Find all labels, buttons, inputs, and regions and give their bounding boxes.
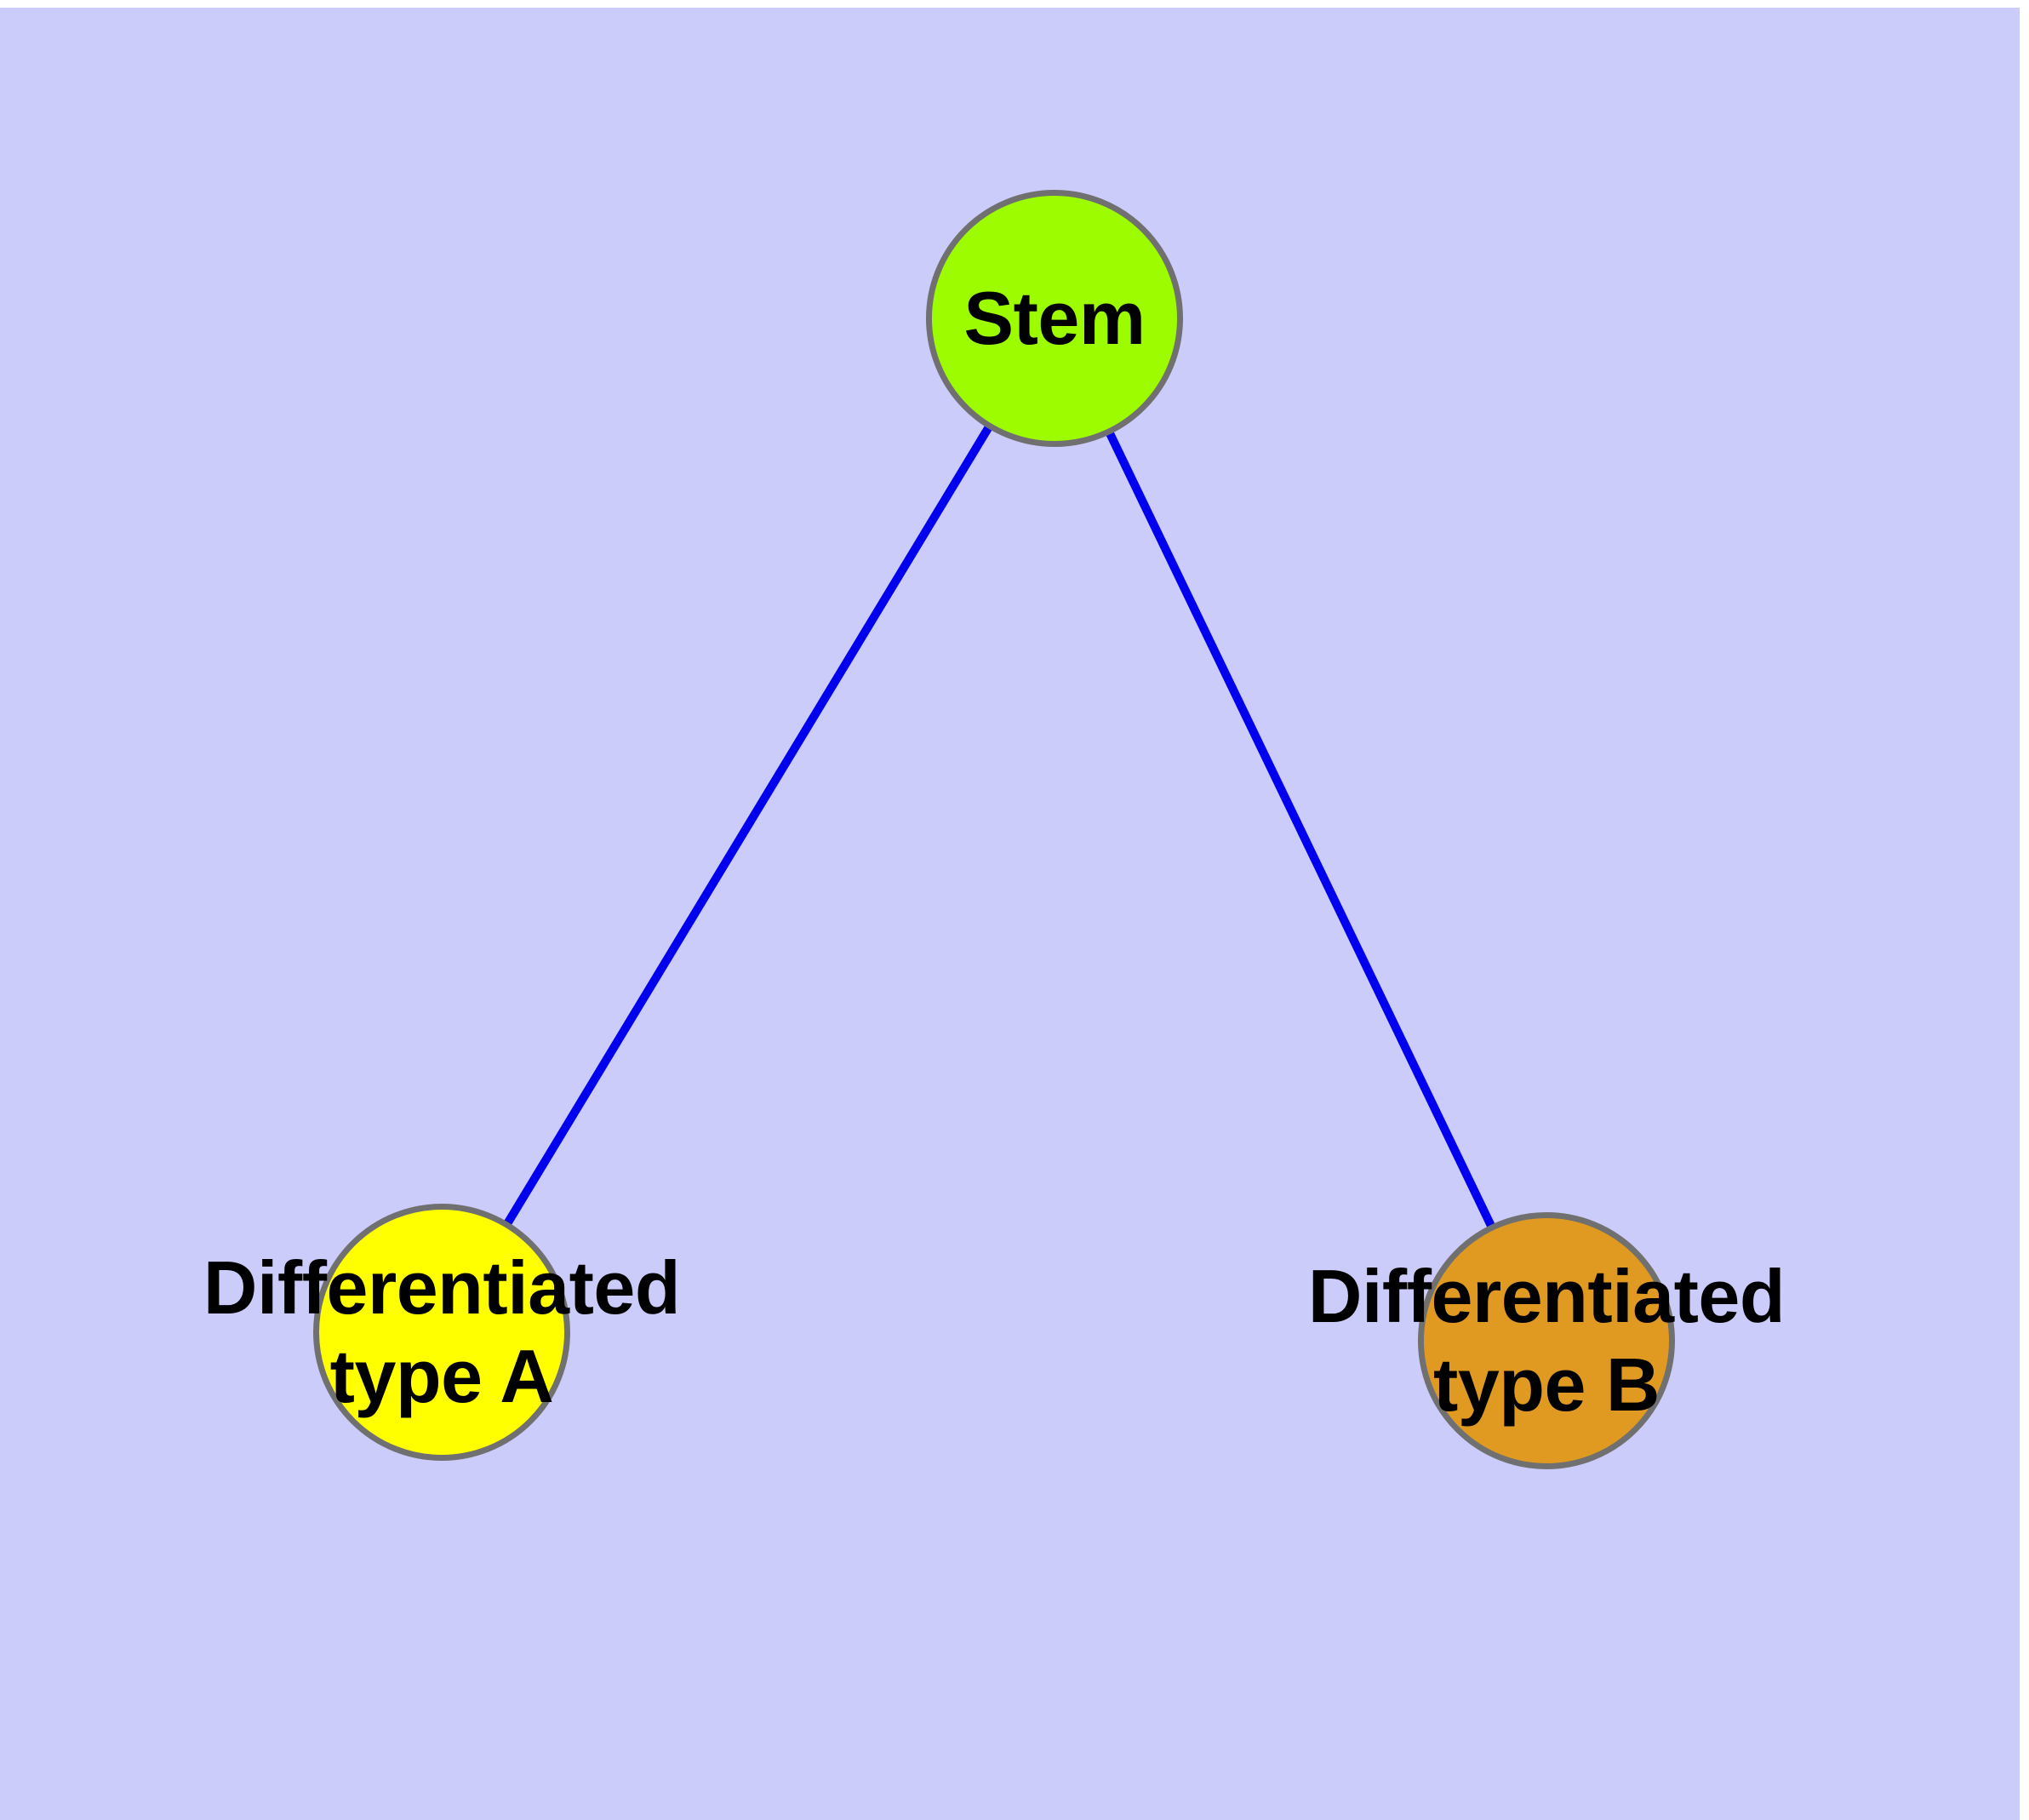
edge-stem-to-differentiated-type-b — [1105, 429, 1496, 1230]
node-differentiated-type-a[interactable]: Differentiated type A — [203, 1204, 681, 1461]
graph-plot-area: Stem Differentiated type A Differentiate… — [0, 8, 2020, 1820]
edge-stem-to-differentiated-type-a — [502, 423, 994, 1228]
node-differentiated-type-a-label: Differentiated type A — [203, 1245, 681, 1418]
node-stem-label: Stem — [963, 276, 1146, 360]
node-stem[interactable]: Stem — [926, 190, 1183, 447]
node-differentiated-type-b[interactable]: Differentiated type B — [1308, 1212, 1786, 1469]
node-differentiated-type-b-label: Differentiated type B — [1307, 1254, 1786, 1427]
